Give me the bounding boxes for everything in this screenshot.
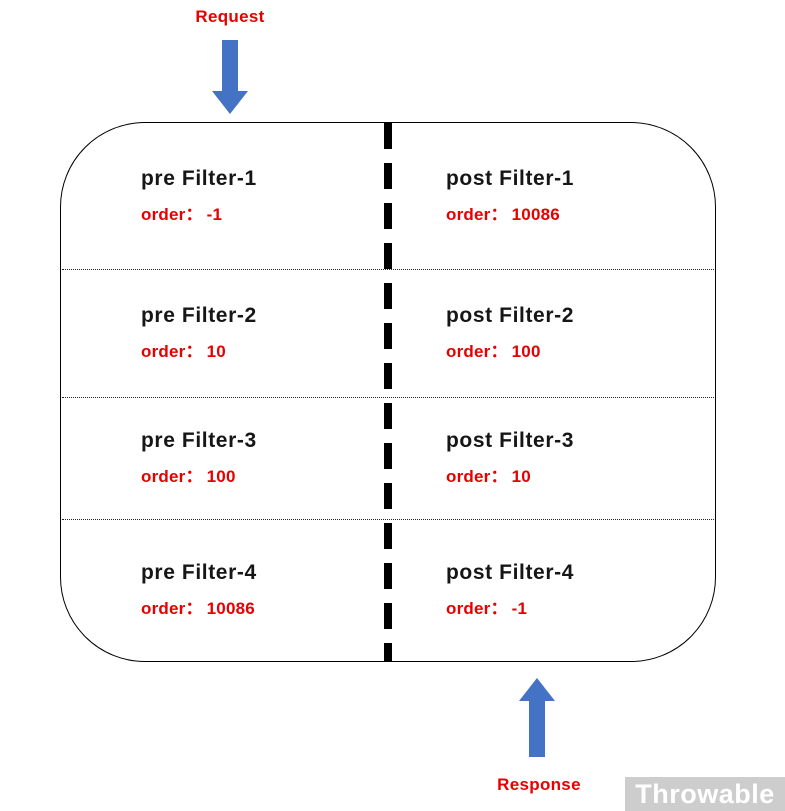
pre-filter-4-cell: pre Filter-4 order：10086 — [61, 519, 388, 660]
post-filter-2-name: post Filter-2 — [446, 304, 574, 327]
post-filter-1-cell: post Filter-1 order：10086 — [388, 123, 715, 269]
post-filter-4-cell: post Filter-4 order：-1 — [388, 519, 715, 660]
pre-filter-4-order: order：10086 — [141, 594, 388, 619]
order-value: 100 — [511, 342, 541, 361]
order-value: -1 — [206, 205, 223, 224]
arrow-shaft — [222, 40, 238, 91]
order-value: -1 — [511, 598, 528, 618]
post-filter-1-name: post Filter-1 — [446, 167, 574, 190]
pre-filter-3-order: order：100 — [141, 462, 388, 487]
post-filter-2-order: order：100 — [446, 337, 715, 362]
post-filter-4-order: order：-1 — [446, 594, 715, 619]
order-label: order： — [141, 205, 203, 224]
order-label: order： — [141, 467, 203, 486]
arrow-head — [519, 678, 555, 701]
pre-filter-2-name: pre Filter-2 — [141, 304, 257, 327]
watermark: Throwable — [625, 777, 785, 811]
pre-filter-2-order: order：10 — [141, 337, 388, 362]
post-filter-3-name: post Filter-3 — [446, 429, 574, 452]
arrow-head — [212, 91, 248, 114]
order-label: order： — [446, 598, 508, 618]
request-arrow-down-icon — [212, 40, 248, 114]
post-filter-2-cell: post Filter-2 order：100 — [388, 269, 715, 397]
pre-filter-1-order: order：-1 — [141, 200, 388, 225]
order-value: 10 — [206, 342, 226, 361]
pre-post-divider — [384, 123, 392, 661]
pre-filter-3-name: pre Filter-3 — [141, 429, 257, 452]
pre-filter-1-name: pre Filter-1 — [141, 167, 257, 190]
post-filter-3-cell: post Filter-3 order：10 — [388, 397, 715, 519]
order-label: order： — [141, 598, 203, 618]
order-value: 100 — [206, 467, 236, 486]
arrow-shaft — [529, 701, 545, 757]
response-arrow-up-icon — [519, 678, 555, 757]
order-label: order： — [446, 342, 508, 361]
pre-filter-3-cell: pre Filter-3 order：100 — [61, 397, 388, 519]
request-label: Request — [195, 7, 265, 26]
order-label: order： — [446, 467, 508, 486]
order-value: 10086 — [206, 598, 255, 618]
post-filter-4-name: post Filter-4 — [446, 560, 574, 584]
filter-box: pre Filter-1 order：-1 post Filter-1 orde… — [60, 122, 716, 662]
pre-filter-2-cell: pre Filter-2 order：10 — [61, 269, 388, 397]
response-label: Response — [497, 775, 581, 794]
order-value: 10 — [511, 467, 531, 486]
pre-filter-4-name: pre Filter-4 — [141, 560, 257, 584]
pre-filter-1-cell: pre Filter-1 order：-1 — [61, 123, 388, 269]
post-filter-1-order: order：10086 — [446, 200, 715, 225]
order-label: order： — [446, 205, 508, 224]
order-label: order： — [141, 342, 203, 361]
order-value: 10086 — [511, 205, 560, 224]
post-filter-3-order: order：10 — [446, 462, 715, 487]
filter-grid: pre Filter-1 order：-1 post Filter-1 orde… — [61, 123, 715, 661]
